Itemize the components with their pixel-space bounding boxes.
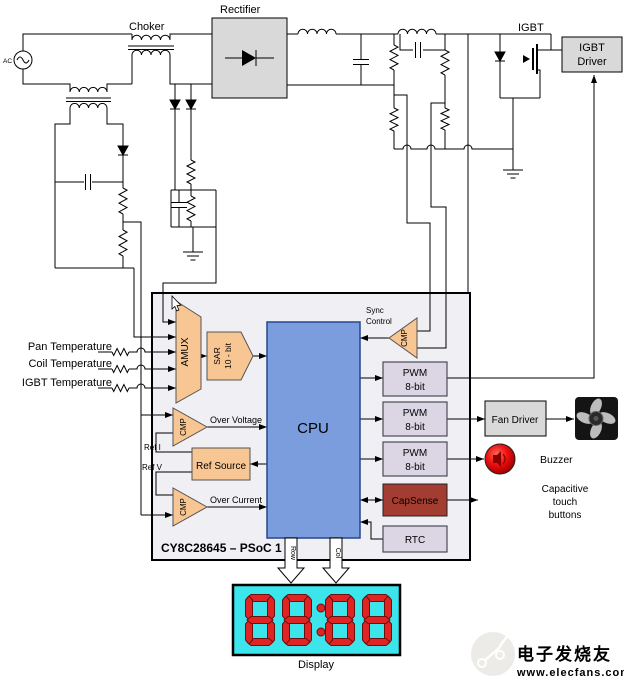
mouse-cursor-icon xyxy=(171,295,182,312)
watermark-site: www.elecfans.com xyxy=(516,667,624,679)
resistor-icon xyxy=(439,107,451,131)
rtc-block xyxy=(382,525,448,553)
buzzer-label: Buzzer xyxy=(540,454,573,466)
display-label: Display xyxy=(298,659,335,671)
pwm2-label-2: 8-bit xyxy=(405,422,425,433)
amux-label: AMUX xyxy=(180,337,191,366)
igbt-thermistor-icon xyxy=(111,383,130,393)
igbt-driver-label-1: IGBT xyxy=(579,42,605,54)
row-label: Row xyxy=(289,546,296,561)
pwm2-label-1: PWM xyxy=(403,408,427,419)
pwm1-label-1: PWM xyxy=(403,368,427,379)
buzzer-icon xyxy=(484,443,516,475)
pwm3-label-2: 8-bit xyxy=(405,462,425,473)
pwm1-block xyxy=(382,361,448,397)
fan-driver-label: Fan Driver xyxy=(492,415,539,426)
over-voltage-comparator-block xyxy=(172,407,209,447)
work-coil-icon xyxy=(397,28,437,35)
choke-coil-top-icon xyxy=(131,34,171,41)
cap-touch-label-3: buttons xyxy=(549,510,582,521)
amux-block xyxy=(175,300,202,404)
ov-cmp-label: CMP xyxy=(179,418,188,436)
resistor-icon xyxy=(388,107,400,132)
display-drive-arrows: Row Col xyxy=(276,537,351,584)
psoc-part-label: CY8C28645 – PSoC 1 xyxy=(161,541,282,555)
row-arrow-icon xyxy=(276,537,306,584)
coil-thermistor-icon xyxy=(111,364,130,374)
resistor-icon xyxy=(185,159,197,185)
transformer-secondary-icon xyxy=(69,102,108,109)
pwm3-block xyxy=(382,441,448,477)
pan-temperature-label: Pan Temperature xyxy=(28,341,112,353)
igbt-driver-label-2: Driver xyxy=(577,56,607,68)
coil-temperature-label: Coil Temperature xyxy=(28,358,112,370)
resistor-icon xyxy=(439,49,451,76)
diode-icon xyxy=(117,145,129,160)
pwm2-block xyxy=(382,401,448,437)
psoc-internals: AMUX SAR 10 - bit CPU CMP Sync Control C… xyxy=(142,300,448,555)
freewheel-diode-icon xyxy=(494,51,506,66)
seven-segment-digits xyxy=(245,594,392,646)
sar-label-2: 10 - bit xyxy=(223,342,233,369)
choker-label: Choker xyxy=(129,21,165,33)
sync-control-label-1: Sync xyxy=(366,306,384,315)
cpu-block xyxy=(266,321,361,539)
capacitor-icon xyxy=(85,174,91,190)
capsense-label: CapSense xyxy=(392,496,439,507)
sync-comparator-block xyxy=(388,317,418,359)
capsense-block xyxy=(382,483,448,517)
choke-coil-bottom-icon xyxy=(131,49,171,56)
col-arrow-icon xyxy=(321,537,351,584)
ground-icon xyxy=(183,251,203,261)
ac-source-icon: AC xyxy=(3,50,33,70)
watermark: 电子发烧友 www.elecfans.com xyxy=(471,631,624,679)
capacitor-icon xyxy=(353,59,369,65)
ac-label: AC xyxy=(3,58,12,65)
resistor-icon xyxy=(117,229,129,257)
diode-icon xyxy=(185,99,197,114)
ground-icon xyxy=(503,169,523,179)
resistor-icon xyxy=(117,187,129,215)
cap-touch-label-2: touch xyxy=(553,497,577,508)
oc-cmp-label: CMP xyxy=(179,498,188,516)
diode-icon xyxy=(169,99,181,114)
pwm3-label-1: PWM xyxy=(403,448,427,459)
ref-v-label: Ref V xyxy=(142,463,163,472)
capacitor-icon xyxy=(415,42,421,58)
resistor-icon xyxy=(388,44,400,71)
igbt-driver-block xyxy=(561,36,623,73)
rectifier-block xyxy=(211,17,288,99)
circuit-wires xyxy=(22,33,597,540)
resistor-icon xyxy=(185,195,197,222)
igbt-gate-arrow-icon xyxy=(523,55,530,63)
sar-label-1: SAR xyxy=(212,347,222,364)
col-label: Col xyxy=(334,548,341,559)
ref-source-block xyxy=(191,447,251,481)
over-current-label: Over Current xyxy=(210,495,263,505)
filter-inductor-icon xyxy=(297,28,337,35)
ref-source-label: Ref Source xyxy=(196,461,246,472)
capacitor-icon xyxy=(171,202,187,208)
rectifier-diode-icon xyxy=(225,50,274,66)
rtc-label: RTC xyxy=(405,535,425,546)
igbt-label: IGBT xyxy=(518,22,544,34)
cap-touch-label-1: Capacitive xyxy=(542,484,589,495)
over-current-comparator-block xyxy=(172,487,209,527)
over-voltage-label: Over Voltage xyxy=(210,415,262,425)
ref-i-label: Ref I xyxy=(144,443,161,452)
sar-adc-block xyxy=(206,331,254,381)
igbt-temperature-label: IGBT Temperature xyxy=(22,377,112,389)
cpu-label: CPU xyxy=(297,420,329,437)
sync-cmp-label: CMP xyxy=(400,329,409,347)
rectifier-label: Rectifier xyxy=(220,4,261,16)
pan-thermistor-icon xyxy=(111,347,130,357)
fan-icon xyxy=(575,397,618,440)
watermark-brand: 电子发烧友 xyxy=(517,644,612,664)
component-symbols xyxy=(69,28,523,393)
transformer-primary-icon xyxy=(69,86,108,93)
pwm1-label-2: 8-bit xyxy=(405,382,425,393)
sync-control-label-2: Control xyxy=(366,317,392,326)
